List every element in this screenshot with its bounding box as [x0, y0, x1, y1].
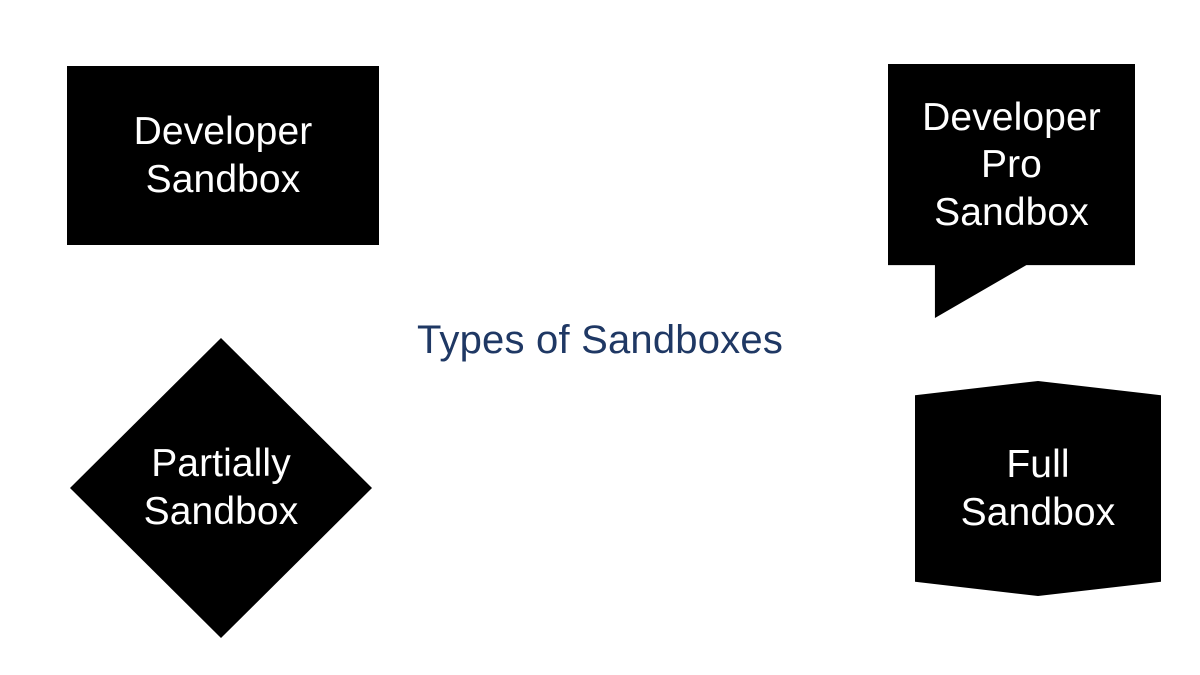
shape-partially-sandbox[interactable]: Partially Sandbox — [70, 338, 372, 638]
shape-label-developer-pro-sandbox: Developer Pro Sandbox — [922, 95, 1101, 234]
diagram-title: Types of Sandboxes — [416, 318, 784, 362]
shape-developer-sandbox[interactable]: Developer Sandbox — [67, 66, 379, 245]
shape-developer-pro-sandbox[interactable]: Developer Pro Sandbox — [888, 64, 1135, 318]
shape-label-developer-sandbox: Developer Sandbox — [133, 109, 313, 201]
shape-full-sandbox[interactable]: Full Sandbox — [915, 381, 1161, 596]
shape-label-partially-sandbox: Partially Sandbox — [143, 442, 299, 533]
shape-label-full-sandbox: Full Sandbox — [960, 442, 1116, 534]
hexagon-shape — [915, 381, 1161, 596]
rectangle-shape — [67, 66, 379, 245]
